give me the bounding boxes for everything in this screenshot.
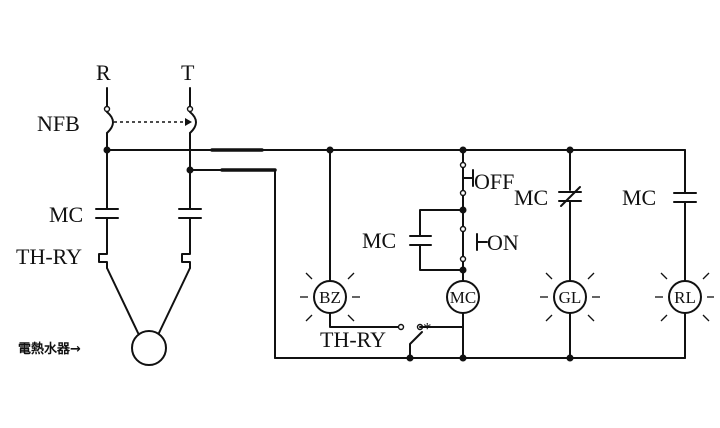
rl-branch: MC RL bbox=[622, 149, 714, 359]
power-section: R T NFB MC bbox=[16, 60, 202, 366]
heater-feed-t bbox=[157, 267, 191, 336]
mc-gl-label: MC bbox=[514, 185, 548, 210]
mc-main-contact bbox=[95, 208, 202, 219]
off-label: OFF bbox=[474, 169, 514, 194]
heater-label: 電熱水器→ bbox=[18, 341, 81, 357]
bz-label: BZ bbox=[319, 288, 341, 307]
rl-lamp-icon bbox=[655, 272, 714, 322]
control-buses bbox=[106, 146, 686, 362]
mc-coil-label: MC bbox=[450, 288, 476, 307]
nfb-breaker bbox=[103, 105, 197, 134]
heater-feed-r bbox=[106, 267, 140, 336]
on-pushbutton-icon[interactable] bbox=[459, 209, 488, 263]
on-label: ON bbox=[487, 230, 519, 255]
mc-hold-contact bbox=[409, 235, 432, 246]
svg-text:*: * bbox=[423, 319, 432, 338]
heater-motor-icon bbox=[131, 330, 167, 366]
phase-r-label: R bbox=[96, 60, 111, 85]
mc-coil-branch: OFF MC ON MC bbox=[362, 149, 519, 359]
th-ry-control-contact: * bbox=[397, 319, 464, 359]
th-ry-main-label: TH-RY bbox=[16, 244, 82, 269]
rl-label: RL bbox=[674, 288, 696, 307]
mc-hold-label: MC bbox=[362, 228, 396, 253]
th-ry-control-label: TH-RY bbox=[320, 327, 386, 352]
buzzer-branch: BZ bbox=[300, 149, 399, 328]
phase-t-label: T bbox=[181, 60, 195, 85]
th-ry-main-relay bbox=[98, 245, 191, 269]
gl-branch: MC GL bbox=[514, 149, 600, 359]
mc-rl-label: MC bbox=[622, 185, 656, 210]
nfb-label: NFB bbox=[37, 111, 80, 136]
gl-label: GL bbox=[559, 288, 582, 307]
off-pushbutton-icon[interactable] bbox=[459, 161, 474, 197]
mc-rl-no-contact bbox=[673, 192, 697, 203]
mc-main-label: MC bbox=[49, 202, 83, 227]
